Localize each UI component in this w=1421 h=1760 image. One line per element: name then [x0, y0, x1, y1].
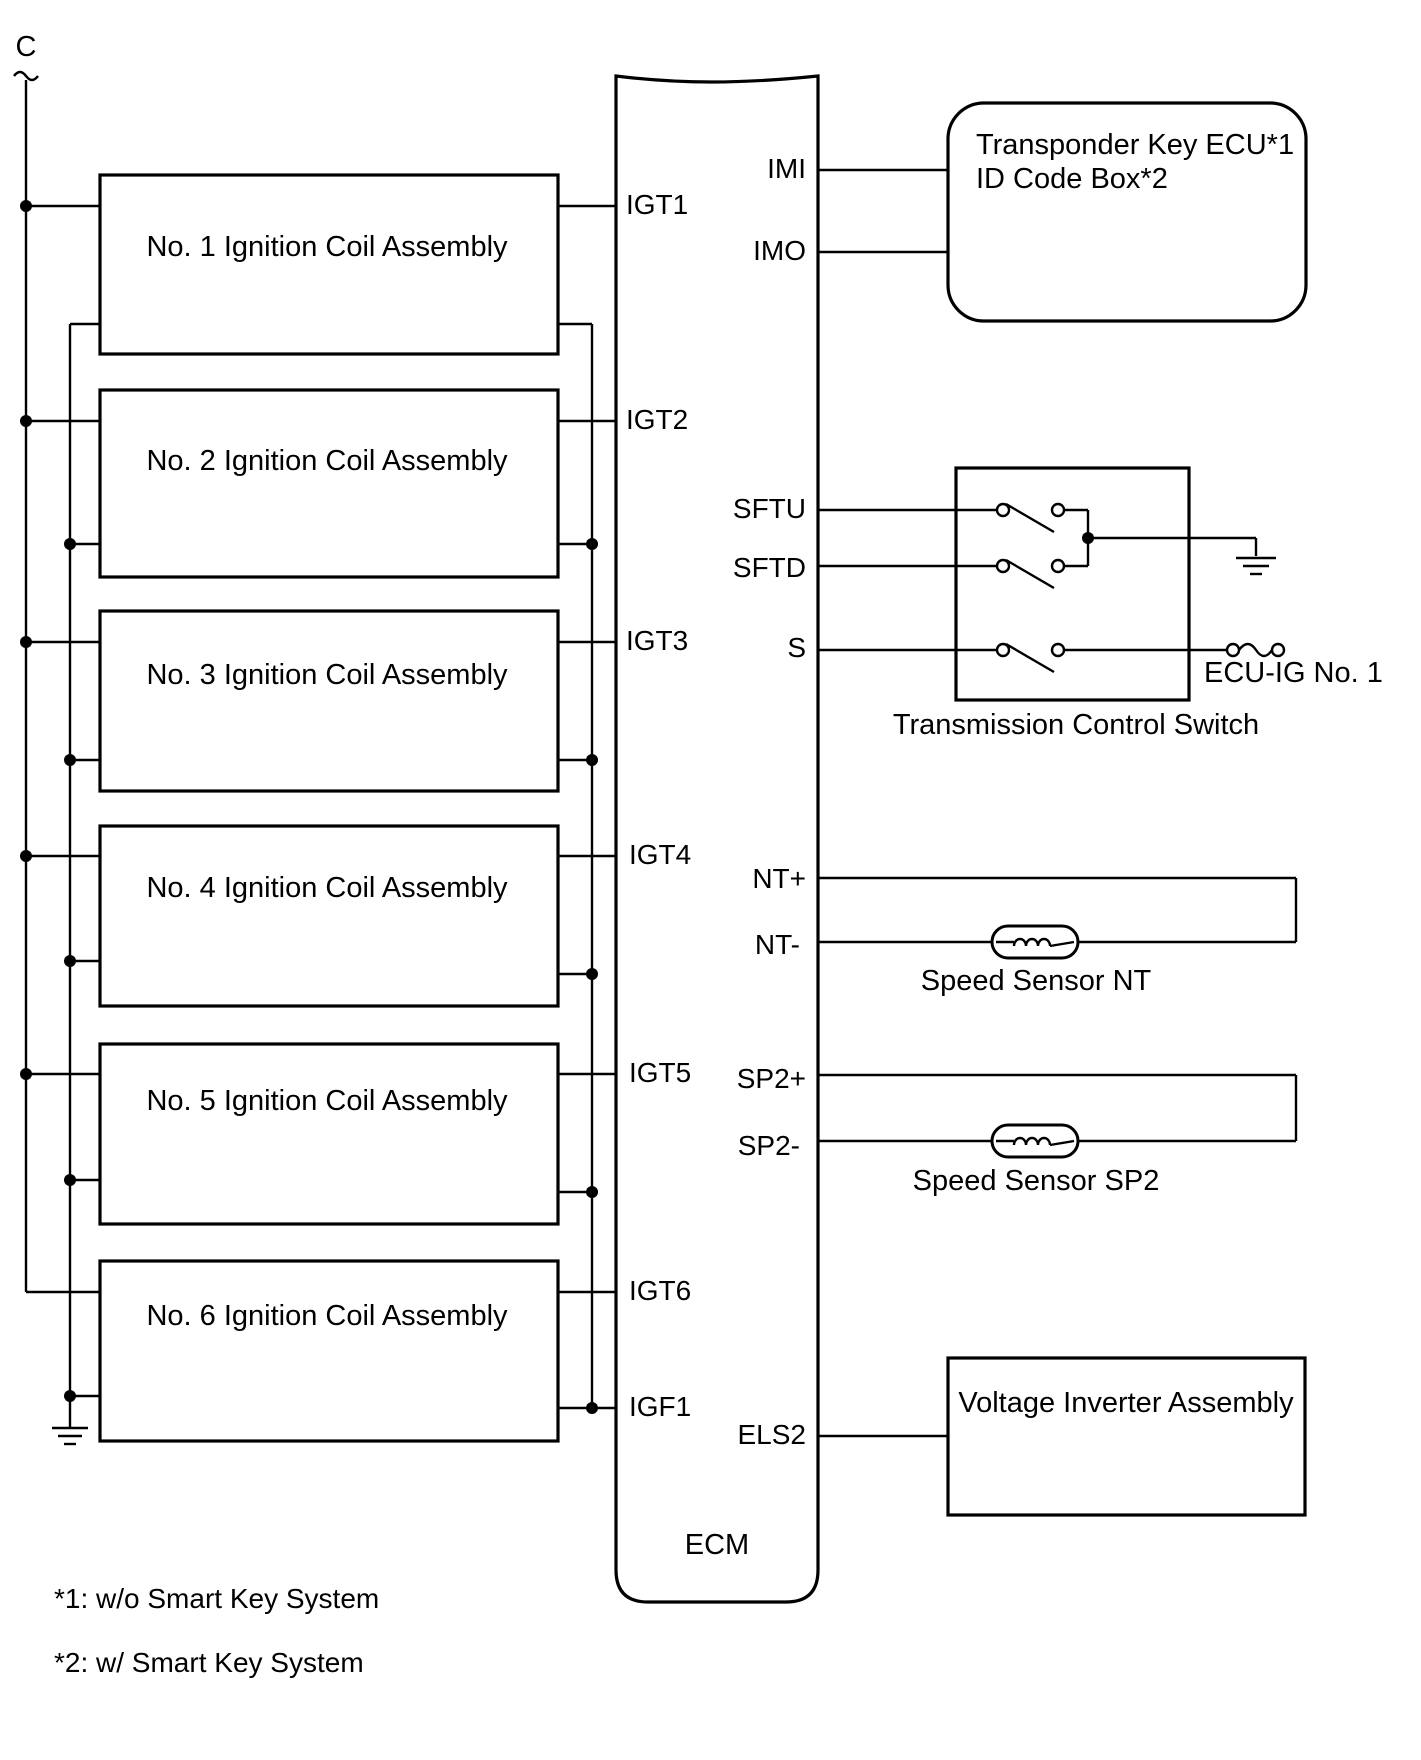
coil-2-label: No. 2 Ignition Coil Assembly — [146, 445, 508, 477]
coil-1-label: No. 1 Ignition Coil Assembly — [146, 231, 508, 263]
supply-taps — [20, 200, 100, 1294]
tcs-box — [954, 466, 1191, 702]
coil-4: No. 4 Ignition Coil Assembly — [98, 824, 560, 1008]
ground-bus — [64, 322, 100, 1428]
pin-igt6: IGT6 — [629, 1275, 691, 1306]
ecm-body — [614, 74, 820, 1604]
coil-6: No. 6 Ignition Coil Assembly — [98, 1259, 560, 1443]
pin-sp2-plus: SP2+ — [737, 1063, 806, 1094]
pin-igt5: IGT5 — [629, 1057, 691, 1088]
sensor-sp2-symbol — [990, 1123, 1080, 1159]
ecm-label: ECM — [685, 1529, 749, 1561]
coil-5: No. 5 Ignition Coil Assembly — [98, 1042, 560, 1226]
pin-imi: IMI — [767, 153, 806, 184]
transponder-label-1: Transponder Key ECU*1 — [976, 129, 1294, 161]
fuse-label: ECU-IG No. 1 — [1204, 657, 1383, 689]
coil-5-label: No. 5 Ignition Coil Assembly — [146, 1085, 508, 1117]
sensor-nt-symbol — [990, 924, 1080, 960]
igf-bus — [558, 322, 616, 1414]
tcs-contacts — [995, 502, 1066, 658]
pin-igt1: IGT1 — [626, 189, 688, 220]
tcs-label: Transmission Control Switch — [893, 709, 1259, 741]
pin-sp2-minus: SP2- — [738, 1130, 800, 1161]
pin-nt-plus: NT+ — [752, 863, 806, 894]
supply-break-symbol — [13, 70, 39, 82]
supply-label: C — [16, 31, 37, 63]
pin-igt3: IGT3 — [626, 625, 688, 656]
inverter-box — [946, 1356, 1307, 1517]
coil-2: No. 2 Ignition Coil Assembly — [98, 388, 560, 579]
pin-igt2: IGT2 — [626, 404, 688, 435]
footnote-1: *1: w/o Smart Key System — [54, 1583, 379, 1614]
ground-symbol-left — [52, 1426, 88, 1446]
pin-igt4: IGT4 — [629, 839, 691, 870]
pin-nt-minus: NT- — [755, 929, 800, 960]
sensor-sp2-wires — [818, 1073, 1298, 1143]
transponder-label-2: ID Code Box*2 — [976, 163, 1168, 195]
pin-sftu: SFTU — [733, 493, 806, 524]
sensor-sp2-label: Speed Sensor SP2 — [913, 1165, 1160, 1197]
pin-els2: ELS2 — [738, 1419, 807, 1450]
footnote-2: *2: w/ Smart Key System — [54, 1647, 364, 1678]
coil-3-label: No. 3 Ignition Coil Assembly — [146, 659, 508, 691]
coil-4-label: No. 4 Ignition Coil Assembly — [146, 872, 508, 904]
transponder-box — [946, 101, 1308, 323]
sensor-nt-label: Speed Sensor NT — [921, 965, 1152, 997]
tcs-wires — [818, 502, 1258, 674]
pin-igf1: IGF1 — [629, 1391, 691, 1422]
pin-sftd: SFTD — [733, 552, 806, 583]
coil-3: No. 3 Ignition Coil Assembly — [98, 609, 560, 793]
igt-wires — [558, 204, 616, 1294]
coil-1: No. 1 Ignition Coil Assembly — [98, 173, 560, 356]
inverter-label: Voltage Inverter Assembly — [958, 1387, 1294, 1419]
pin-s: S — [787, 632, 806, 663]
sensor-nt-wires — [818, 876, 1298, 944]
coil-6-label: No. 6 Ignition Coil Assembly — [146, 1300, 508, 1332]
fuse-symbol — [1225, 642, 1286, 658]
ground-symbol-tcs — [1236, 556, 1276, 576]
pin-imo: IMO — [753, 235, 806, 266]
